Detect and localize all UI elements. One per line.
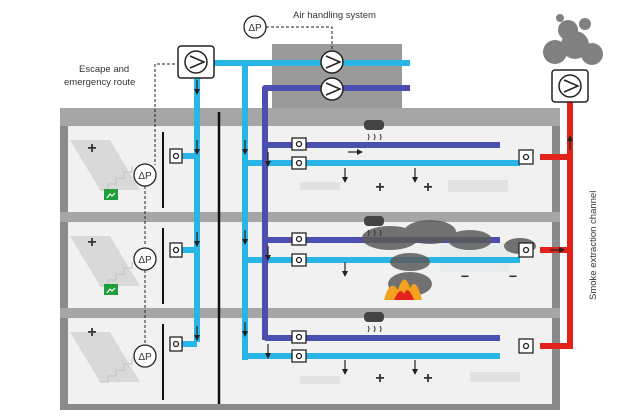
fan-icon — [320, 50, 344, 74]
fan-icon — [551, 69, 589, 103]
smoke-riser — [540, 102, 573, 349]
stair-fan-blade — [189, 55, 206, 69]
damper-icon — [169, 242, 183, 258]
exit-figure-icon — [106, 192, 116, 199]
fire-icon — [384, 279, 422, 300]
damper-icon — [291, 330, 307, 344]
flow-arrows — [194, 80, 573, 375]
pressure-plus-room-1a: + — [375, 370, 384, 387]
dp-label-ahu: ΔP — [248, 23, 262, 34]
pressure-minus-room-2b: − — [509, 268, 517, 284]
smoke-fan-blade — [563, 79, 580, 93]
smoke-detector-icon — [364, 312, 384, 333]
air-handling-system-label: Air handling system — [293, 10, 376, 21]
damper-icon — [169, 336, 183, 352]
smoke-puff — [448, 230, 492, 250]
smoke-cloud-icon — [362, 220, 536, 296]
ahu-exhaust-fan-blade — [325, 82, 342, 96]
damper-icon — [291, 137, 307, 151]
detector-signal — [367, 325, 382, 333]
dp-sensor-floor-1 — [133, 344, 157, 368]
smoke-puff — [543, 40, 567, 64]
damper-icon — [518, 149, 534, 165]
pressure-plus-stair-3: + — [87, 140, 96, 157]
slab-2 — [60, 212, 560, 222]
smoke-puff — [558, 20, 578, 40]
smoke-detectors — [364, 120, 384, 333]
pressure-plus-stair-1: + — [87, 324, 96, 341]
pressure-sensors: ΔP ΔP ΔP ΔP — [133, 15, 267, 368]
exit-signs — [104, 189, 118, 295]
dp-label-floor-1: ΔP — [138, 352, 152, 363]
stairwell — [70, 112, 221, 404]
escape-route-label-line1: Escape and — [79, 64, 129, 75]
desk-3 — [300, 182, 340, 190]
pressure-signs: + + + + + − − + + — [87, 140, 517, 387]
damper-icon — [291, 349, 307, 363]
differential-pressure-sensor-icon: ΔP — [133, 163, 157, 187]
fire-flame-outer — [384, 279, 422, 300]
pressure-plus-room-3a: + — [375, 179, 384, 196]
dampers — [169, 137, 534, 363]
wire-ahu-sensor — [266, 26, 333, 52]
differential-pressure-sensor-icon: ΔP — [133, 344, 157, 368]
damper-icon — [518, 242, 534, 258]
differential-pressure-sensor-icon: ΔP — [243, 15, 267, 39]
smoke-clouds — [362, 14, 603, 296]
desk-3b — [448, 180, 508, 192]
desk-1 — [300, 376, 340, 384]
detector-body — [364, 120, 384, 130]
stair-steps-1 — [100, 358, 133, 383]
damper-icon — [291, 232, 307, 246]
smoke-cloud-icon — [543, 14, 603, 65]
building — [60, 108, 560, 410]
detector-signal — [367, 229, 382, 237]
ahu-supply-fan-blade — [325, 55, 342, 69]
smoke-puff — [404, 220, 456, 244]
detector-body — [364, 216, 384, 226]
roof-slab — [60, 108, 560, 126]
dp-label-floor-2: ΔP — [138, 255, 152, 266]
smoke-detector-icon — [364, 120, 384, 141]
desk-1b — [470, 372, 520, 382]
damper-icon — [291, 253, 307, 267]
pressure-minus-room-2a: − — [461, 268, 469, 284]
escape-route-label-line2: emergency route — [64, 77, 135, 88]
smoke-detector-icon — [364, 216, 384, 237]
dp-sensor-floor-3 — [133, 163, 157, 187]
fan-icon — [320, 77, 344, 101]
dp-sensor-floor-2 — [133, 247, 157, 271]
exit-figure-icon — [106, 287, 116, 294]
smoke-puff — [579, 18, 591, 30]
slab-1 — [60, 308, 560, 318]
dp-label-floor-3: ΔP — [138, 171, 152, 182]
differential-pressure-sensor-icon: ΔP — [133, 247, 157, 271]
smoke-puff — [556, 14, 564, 22]
smoke-puff — [390, 253, 430, 271]
damper-icon — [518, 338, 534, 354]
pressure-plus-room-3b: + — [423, 179, 432, 196]
fire-flame-inner — [394, 290, 414, 300]
fan-icon — [177, 45, 215, 79]
wire-stair-sensors — [144, 63, 180, 345]
fans — [177, 45, 589, 103]
smoke-extraction-channel-label: Smoke extraction channel — [588, 191, 599, 300]
damper-icon — [291, 156, 307, 170]
dp-sensor-ahu — [243, 15, 267, 39]
smoke-puff — [581, 43, 603, 65]
pressure-plus-room-1b: + — [423, 370, 432, 387]
pressure-plus-stair-2: + — [87, 234, 96, 251]
detector-body — [364, 312, 384, 322]
stair-steps-3 — [100, 166, 133, 191]
detector-signal — [367, 133, 382, 141]
damper-icon — [169, 148, 183, 164]
control-wiring — [144, 26, 333, 345]
